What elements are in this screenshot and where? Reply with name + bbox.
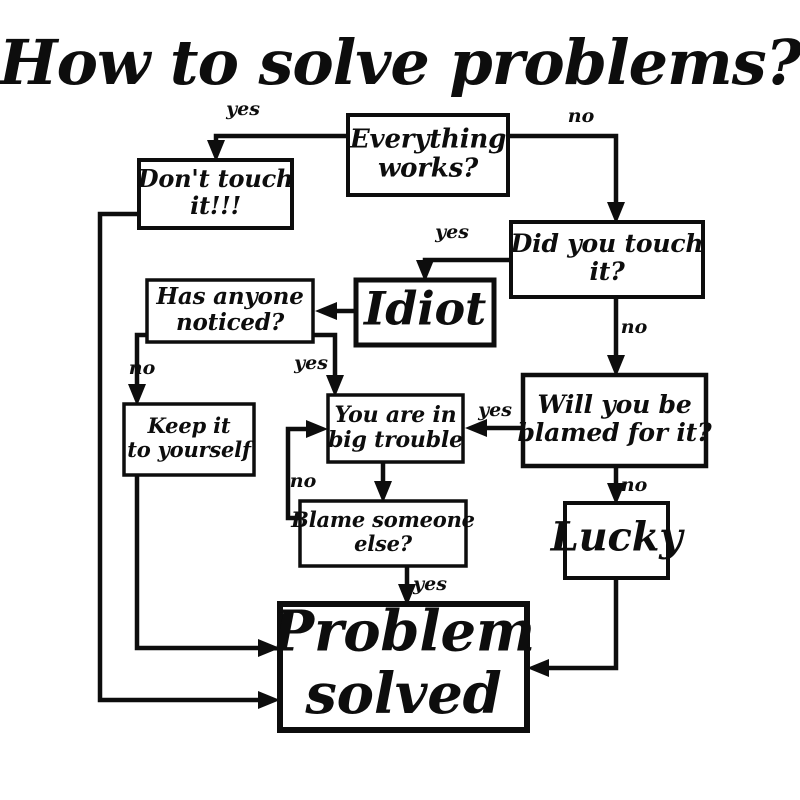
flow-edge-has_anyone_noticed-to-keep_it_to_yourself: no [128,332,156,406]
edge-line [213,133,348,152]
node-label-line: Problem [270,598,535,664]
edge-label-no: no [568,105,595,127]
node-label-line: Will you be [537,390,691,419]
edge-label-no: no [129,357,156,379]
node-box[interactable] [563,501,670,580]
edge-line [134,332,147,396]
arrowhead-icon [207,140,225,162]
node-box[interactable] [509,220,705,299]
flow-edge-has_anyone_noticed-to-you_are_in_big_trouble: yes [293,332,344,397]
node-box[interactable] [137,158,294,230]
edges-layer: yes no yes no no yes yes no no yes [97,98,648,709]
edge-line [537,578,619,671]
arrowhead-icon [258,691,280,709]
flow-edge-blame_someone_else-to-you_are_in_big_trouble: no [285,420,328,521]
arrowhead-icon [607,355,625,377]
node-label-line: Has anyone [155,283,303,310]
node-label-line: Everything [349,124,506,154]
flow-node-idiot[interactable]: Idiot [353,277,497,348]
node-label-line: it!!! [190,191,241,220]
node-label-line: Keep it [147,413,231,438]
node-label-line: else? [354,531,413,556]
node-label-line: solved [304,661,501,727]
node-label-line: blamed for it? [518,418,712,447]
node-label-line: noticed? [176,309,285,336]
node-box[interactable] [353,277,497,348]
arrowhead-icon [398,584,416,606]
edge-label-yes: yes [225,98,260,120]
edge-line [285,426,318,521]
arrowhead-icon [128,384,146,406]
edge-line [97,211,270,703]
arrowhead-icon [374,481,392,503]
flow-edge-did_you_touch-to-idiot: yes [416,221,511,282]
node-box[interactable] [277,601,530,733]
flow-edge-everything_works-to-dont_touch: yes [207,98,348,162]
flow-edge-will_you_be_blamed-to-lucky: no [607,466,648,505]
node-label-line: it? [589,257,625,286]
edge-line [422,257,511,272]
node-box[interactable] [145,278,315,344]
flow-edge-did_you_touch-to-will_you_be_blamed: no [607,297,648,377]
node-label-line: works? [378,154,479,184]
node-box[interactable] [122,402,256,477]
flow-edge-blame_someone_else-to-problem_solved: yes [398,566,447,606]
flow-edge-everything_works-to-did_you_touch: no [508,105,625,224]
arrowhead-icon [465,419,487,437]
arrowhead-icon [416,260,434,282]
edge-label-yes: yes [412,573,447,595]
edge-label-no: no [621,316,648,338]
node-label-line: Idiot [362,282,486,336]
flow-edge-lucky-to-problem_solved [527,578,619,677]
node-label-line: You are in [335,402,457,428]
arrowhead-icon [607,202,625,224]
edge-label-no: no [290,470,317,492]
node-box[interactable] [346,113,510,197]
flow-node-lucky[interactable]: Lucky [550,501,685,580]
arrowhead-icon [315,302,337,320]
node-box[interactable] [520,372,709,469]
node-label-line: Did you touch [510,229,704,258]
page-title: How to solve problems? [0,26,800,99]
arrowhead-icon [258,639,280,657]
node-label-line: Blame someone [290,507,475,532]
node-box[interactable] [298,499,468,568]
arrowhead-icon [306,420,328,438]
node-label-line: Don't touch [137,164,293,193]
flow-edge-will_you_be_blamed-to-you_are_in_big_trouble: yes [465,399,523,437]
node-label-line: Lucky [550,514,685,561]
edge-line [313,332,338,387]
edge-line [508,133,619,214]
flow-edge-idiot-to-has_anyone_noticed [315,302,356,320]
edge-line [134,475,270,651]
node-box[interactable] [326,393,465,464]
flow-edge-you_are_in_big_trouble-to-blame_someone_else [374,462,392,503]
arrowhead-icon [326,375,344,397]
flow-edge-dont_touch-to-problem_solved [97,211,280,709]
node-label-line: to yourself [127,437,255,462]
edge-label-yes: yes [477,399,512,421]
edge-label-no: no [621,474,648,496]
flow-edge-keep_it_to_yourself-to-problem_solved [134,475,280,657]
edge-label-yes: yes [434,221,469,243]
node-label-line: big trouble [328,427,463,453]
arrowhead-icon [527,659,549,677]
arrowhead-icon [607,483,625,505]
edge-label-yes: yes [293,352,328,374]
